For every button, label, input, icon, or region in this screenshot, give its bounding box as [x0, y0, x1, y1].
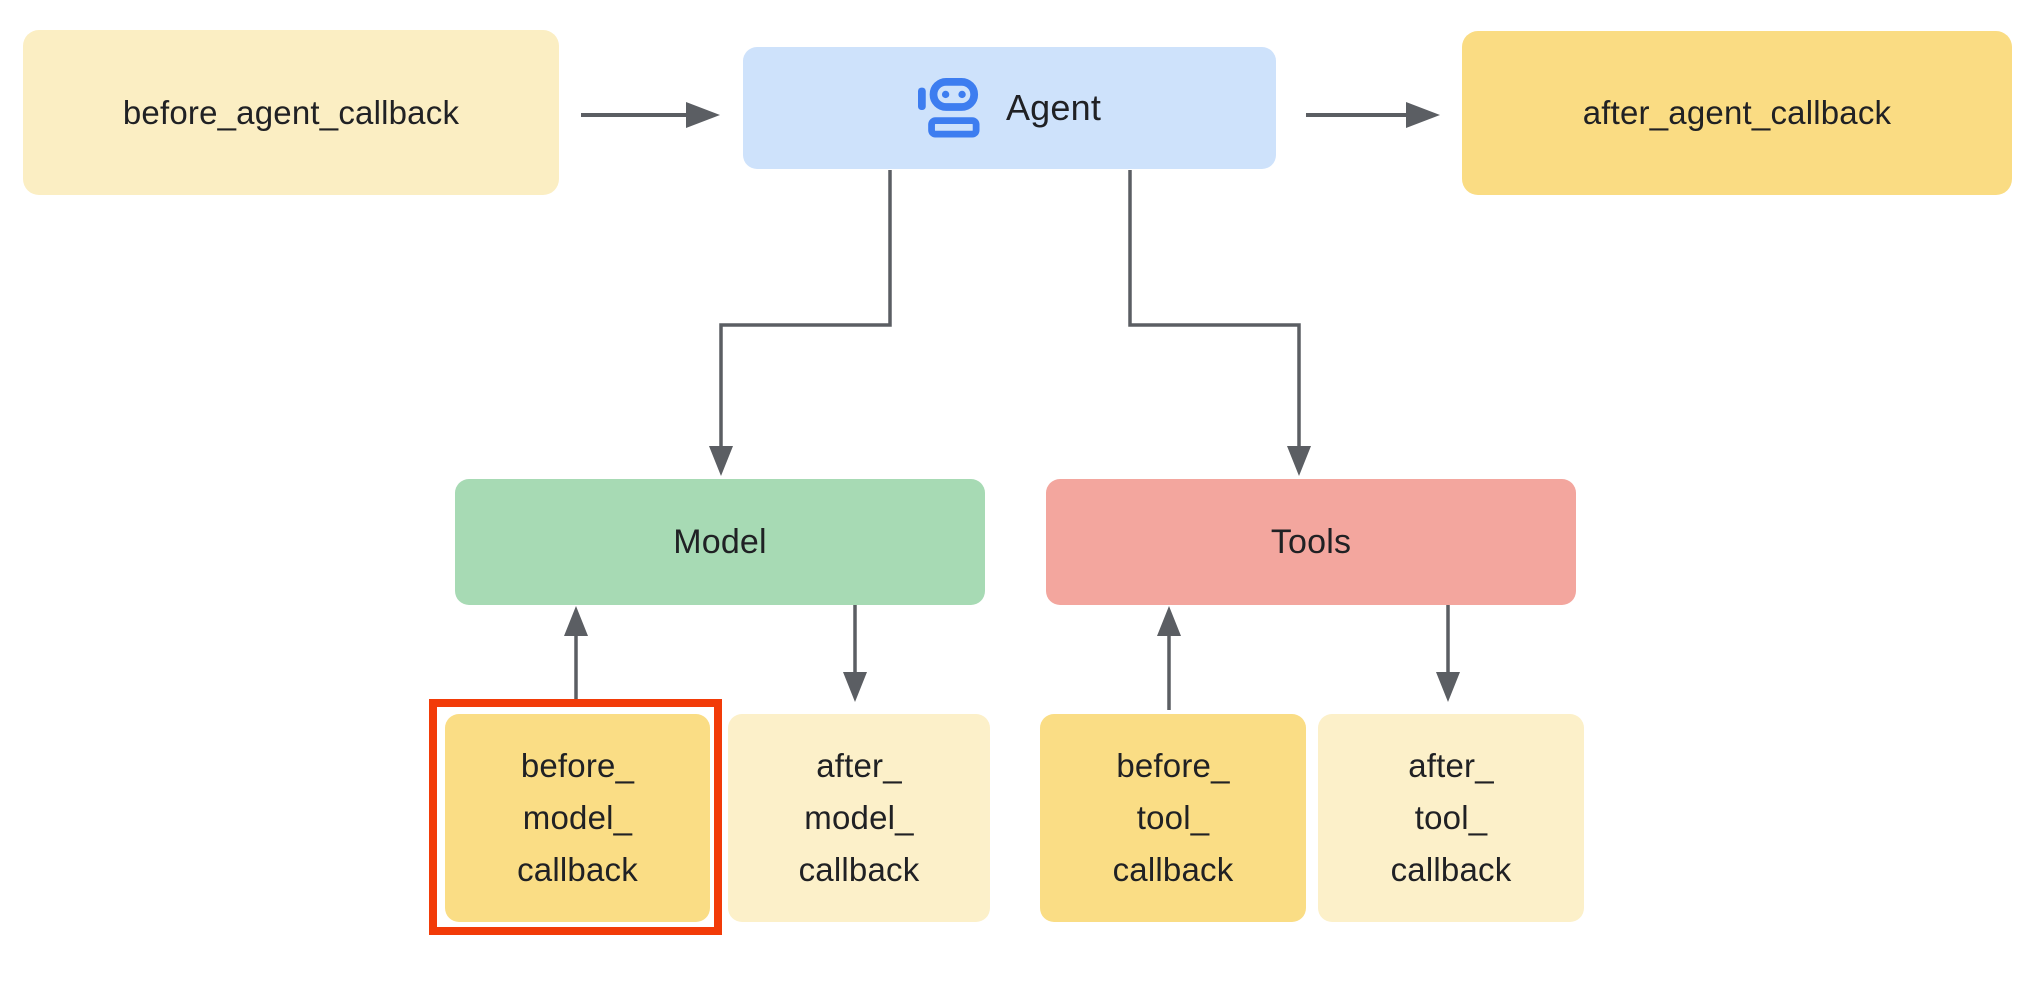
node-tools: Tools — [1046, 479, 1576, 605]
node-label: after_agent_callback — [1582, 94, 1892, 131]
node-after-agent-callback: after_agent_callback — [1462, 31, 2012, 195]
node-label-line: tool_ — [1414, 799, 1488, 836]
edge-agent-to-after-agent — [1306, 102, 1440, 128]
edge-model-to-after-model — [843, 605, 867, 702]
highlight-frame-before-model-callback — [429, 699, 722, 935]
node-label-line: before_ — [1116, 747, 1230, 784]
edge-before-agent-to-agent — [581, 102, 720, 128]
node-label-line: before_ — [520, 747, 635, 784]
arrowhead-up-icon — [564, 606, 588, 636]
node-label-line: model_ — [804, 799, 914, 836]
arrowhead-down-icon — [709, 446, 733, 476]
node-agent: Agent — [743, 47, 1276, 169]
node-label-line: after_ — [816, 747, 902, 784]
arrowhead-right-icon — [1406, 102, 1440, 128]
node-label: Agent — [1005, 87, 1102, 128]
arrowhead-down-icon — [1287, 446, 1311, 476]
edge-before-tool-to-tools — [1157, 606, 1181, 710]
robot-icon — [917, 77, 980, 138]
edge-tools-to-after-tool — [1436, 605, 1460, 702]
edge-agent-to-tools — [1128, 170, 1311, 476]
node-after-model-callback: after_ model_ callback — [728, 714, 990, 922]
node-before-tool-callback: before_ tool_ callback — [1040, 714, 1306, 922]
node-label-line: callback — [1390, 851, 1512, 888]
node-label: Tools — [1270, 522, 1352, 561]
node-model: Model — [455, 479, 985, 605]
node-label-line: tool_ — [1136, 799, 1210, 836]
node-label-line: callback — [798, 851, 920, 888]
node-before-model-callback: before_ model_ callback — [445, 714, 710, 922]
edge-agent-to-model — [709, 170, 892, 476]
arrowhead-right-icon — [686, 102, 720, 128]
node-label-line: after_ — [1408, 747, 1494, 784]
node-label-line: callback — [517, 851, 638, 888]
node-label-line: callback — [1112, 851, 1234, 888]
node-before-agent-callback: before_agent_callback — [23, 30, 559, 195]
node-after-tool-callback: after_ tool_ callback — [1318, 714, 1584, 922]
edge-before-model-to-model — [564, 606, 588, 706]
arrowhead-down-icon — [843, 672, 867, 702]
node-label: Model — [673, 522, 767, 561]
node-label: before_agent_callback — [122, 93, 460, 131]
arrowhead-down-icon — [1436, 672, 1460, 702]
arrowhead-up-icon — [1157, 606, 1181, 636]
node-label-line: model_ — [522, 799, 633, 836]
